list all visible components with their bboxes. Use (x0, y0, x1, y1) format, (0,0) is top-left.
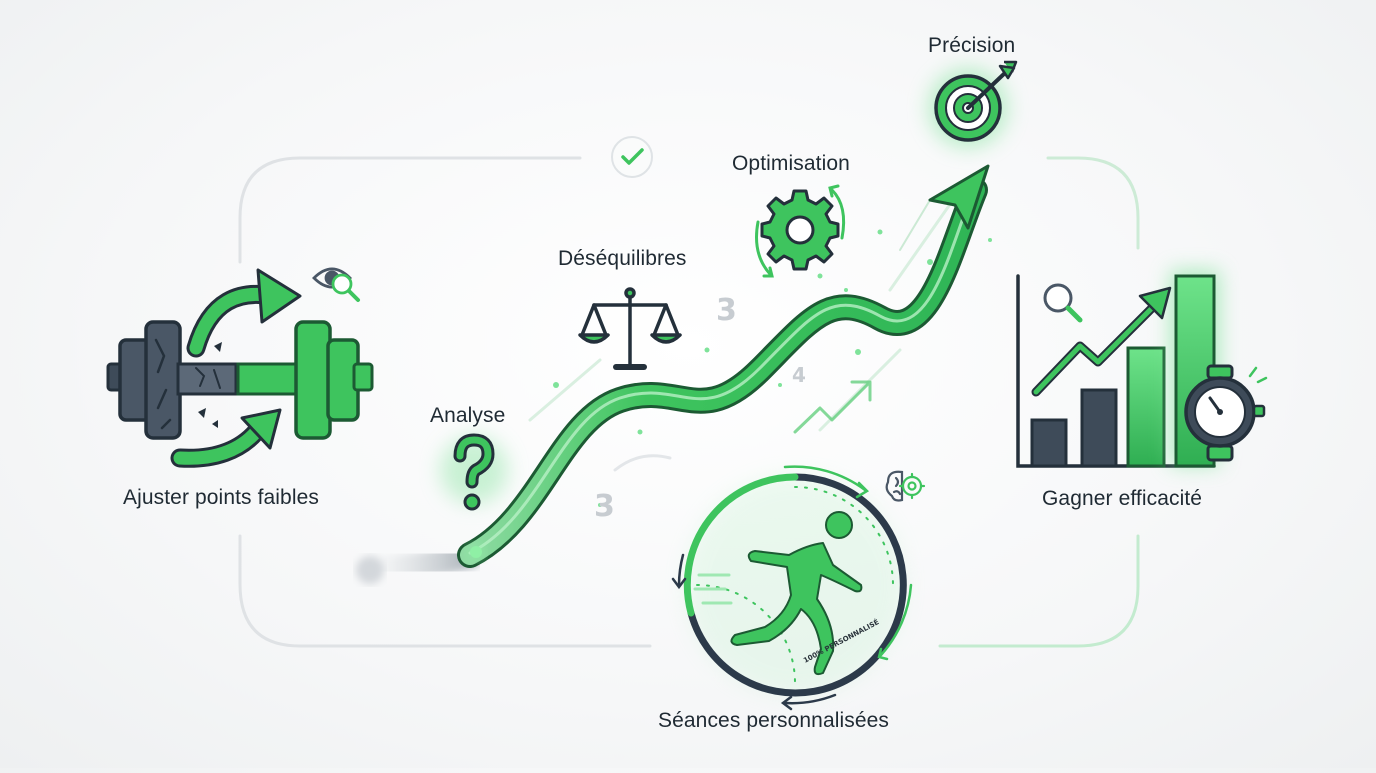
label-desequilibres: Déséquilibres (558, 247, 687, 270)
dumbbell-repair-icon (106, 268, 374, 468)
label-seances: Séances personnalisées (658, 709, 890, 732)
small-trend-arrow-icon (793, 380, 872, 434)
balance-scale-icon (578, 287, 682, 370)
background-frame (238, 156, 1140, 648)
magnifier-icon (1043, 283, 1083, 323)
step-number: 4 (792, 363, 806, 387)
growth-path (356, 164, 990, 584)
target-arrow-icon (928, 60, 1018, 148)
runner-cycle-icon: 100% PERSONNALISÉ (671, 465, 913, 711)
label-gagner: Gagner efficacité (1042, 487, 1203, 510)
step-number: 3 (594, 489, 615, 524)
step-number: 3 (716, 293, 737, 328)
gear-refresh-icon (755, 184, 846, 278)
sparkle-dots (553, 229, 992, 507)
brain-gear-icon (885, 470, 926, 502)
label-analyse: Analyse (430, 404, 506, 427)
label-ajuster: Ajuster points faibles (123, 486, 319, 509)
label-precision: Précision (928, 34, 1016, 57)
stopwatch-icon (1184, 364, 1268, 462)
label-optimisation: Optimisation (732, 152, 850, 175)
checkmark-circle-icon (611, 136, 653, 178)
eye-magnifier-icon (312, 267, 360, 302)
question-mark-icon (440, 433, 508, 511)
